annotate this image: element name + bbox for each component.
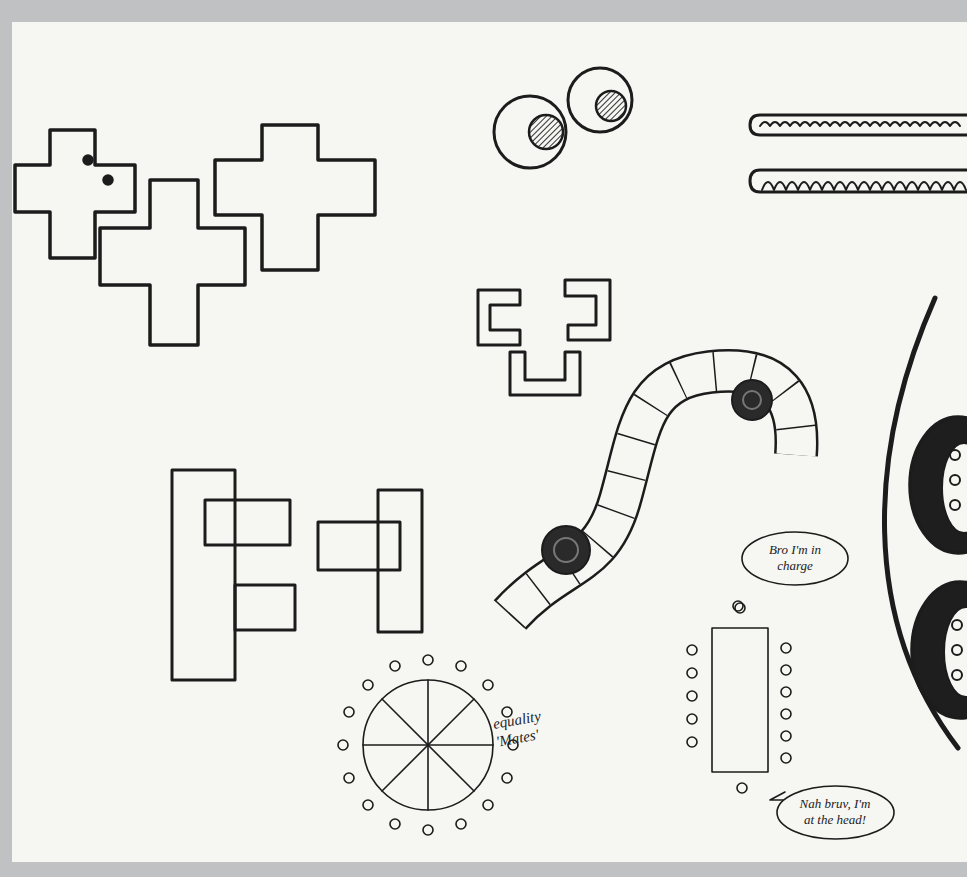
speech-text: Nah bruv, I'm at the head! [796,796,874,827]
speech-bubble: Nah bruv, I'm at the head! [776,785,895,840]
sketch-paper [12,22,967,862]
speech-text: Bro I'm in charge [760,542,830,573]
speech-bubble: Bro I'm in charge [741,531,849,586]
